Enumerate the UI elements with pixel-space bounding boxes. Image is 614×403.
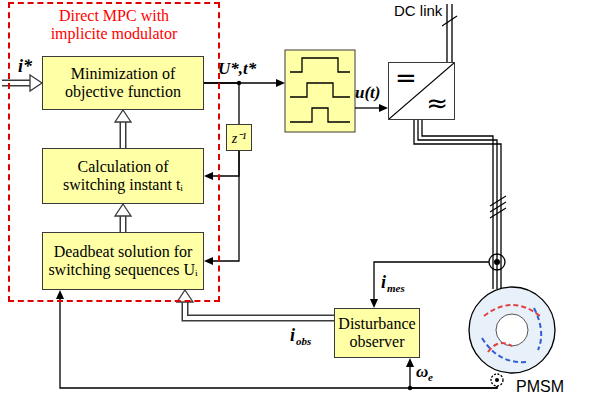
signal-connector (204, 151, 239, 265)
process-box: Deadbeat solution for switching sequence… (42, 232, 204, 290)
hollow-shaft-outer (120, 121, 127, 148)
hollow-shaft-inner (121, 121, 125, 148)
dc-link-wires (442, 4, 457, 62)
signal-label: mes (387, 283, 405, 294)
winding-blue (482, 308, 541, 362)
signal-connector (414, 120, 501, 289)
signal-connector (370, 262, 489, 308)
signal-label: DC link (394, 3, 442, 18)
arrow-head (370, 299, 378, 308)
motor-drawing (468, 286, 556, 374)
signal-label: e (428, 372, 433, 383)
signal-label: ω (416, 363, 428, 380)
connector-line (60, 298, 497, 388)
switching-signal-arrow (355, 104, 388, 112)
diagonal-line (389, 63, 454, 119)
signal-connector (56, 290, 497, 388)
hollow-shaft-inner (121, 215, 125, 232)
hollow-shaft-outer (185, 301, 334, 318)
box-text: Calculation of switching instant tᵢ (46, 158, 200, 195)
region-title: Direct MPC with implicite modulator (39, 7, 189, 44)
arrow-head (115, 204, 131, 216)
arrow-head (56, 290, 64, 299)
converter-symbol: ≈ (426, 90, 448, 116)
box-text: Deadbeat solution for switching sequence… (46, 243, 200, 280)
hollow-arrow (115, 110, 131, 148)
delay-block: z⁻¹ (226, 124, 252, 151)
box-text: z⁻¹ (232, 128, 247, 147)
signal-connector (204, 151, 239, 180)
arrow-head (204, 172, 213, 180)
rotor-outline (496, 314, 528, 346)
signal-label: i (290, 326, 295, 344)
connector-line (212, 151, 239, 176)
motor-circle: PMSM (468, 286, 556, 374)
arrow-head (204, 257, 213, 265)
signal-label: i* (18, 57, 32, 75)
connector-line (374, 262, 489, 300)
mpc-region: Direct MPC with implicite modulatorMinim… (8, 2, 220, 302)
motor-label: PMSM (516, 378, 564, 396)
connector-line (204, 83, 239, 124)
connector-line (418, 120, 497, 289)
signal-label: obs (296, 336, 311, 347)
pwm-modulator (285, 50, 355, 132)
observer-box: Disturbance observer (334, 308, 420, 358)
signal-label: i (381, 273, 386, 291)
hollow-arrow (177, 290, 334, 318)
process-box: Calculation of switching instant tᵢ (42, 148, 204, 204)
stator-outline (469, 287, 555, 373)
process-box: Minimization of objective function (42, 56, 204, 110)
connector-line (212, 151, 239, 261)
converter-symbol: = (395, 65, 417, 91)
connector-line (422, 120, 493, 289)
box-text: Disturbance observer (338, 315, 416, 352)
signal-connector (204, 83, 239, 124)
hollow-shaft-inner (185, 301, 334, 318)
signal-label: u(t) (355, 84, 381, 101)
inverter-box: =≈ (388, 62, 455, 120)
winding-red (484, 305, 540, 352)
signal-label: U*,t* (218, 60, 256, 77)
hollow-shaft-outer (120, 215, 127, 232)
box-text: Minimization of objective function (46, 65, 200, 102)
arrow-head (115, 110, 131, 122)
hollow-arrow (115, 204, 131, 232)
connector-line (414, 120, 501, 289)
arrow-head (406, 358, 414, 367)
